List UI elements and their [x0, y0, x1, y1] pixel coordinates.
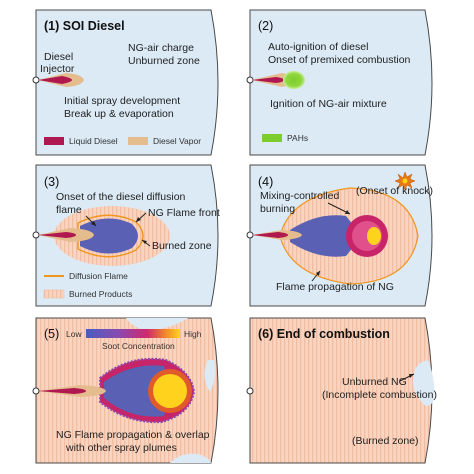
soot-high-label: High: [184, 329, 202, 339]
panel-2-chamber: [249, 9, 433, 156]
mixing-label-line1: Mixing-controlled: [260, 190, 340, 202]
spray-label-line2: Break up & evaporation: [64, 108, 174, 120]
unburned-label-line2: (Incomplete combustion): [322, 389, 437, 401]
legend-label-diffusion-flame: Diffusion Flame: [69, 271, 128, 281]
panel-4-hot-core: [367, 227, 381, 245]
injector-label-line1: Diesel: [44, 51, 73, 63]
onset-label-line2: flame: [56, 204, 82, 216]
onset-label-line1: Onset of the diesel diffusion: [56, 191, 186, 203]
knock-label: (Onset of knock): [356, 185, 433, 197]
panel-5-unburned-pocket-bottom: [170, 453, 211, 463]
panel-6-unburned-pocket: [412, 360, 435, 406]
legend-label-liquid-diesel: Liquid Diesel: [69, 136, 118, 146]
charge-label-line2: Unburned zone: [128, 55, 200, 67]
panel-3-title: (3): [44, 175, 59, 189]
panel-5-title: (5): [44, 327, 59, 341]
panel-5-liquid-spray: [38, 388, 86, 394]
panel-1-title: (1) SOI Diesel: [44, 19, 125, 33]
panel-5-injector-icon: [32, 387, 40, 395]
spray-label-line1: Initial spray development: [64, 95, 180, 107]
charge-label-line1: NG-air charge: [128, 42, 194, 54]
panel-4-mixing-controlled: (4) Mixing-controlled burning (Onset of …: [246, 164, 433, 307]
pahs-ignition-spot: [283, 71, 305, 89]
panel-3-liquid-spray: [38, 232, 76, 238]
mixing-label-line2: burning: [260, 203, 295, 215]
legend-label-burned-products: Burned Products: [69, 289, 132, 299]
panel-6-title-num: (6) End of combustion: [258, 327, 390, 341]
legend-swatch-pahs: [262, 134, 282, 142]
panel-5-unburned-pocket-top: [126, 318, 188, 331]
injector-label-line2: Injector: [40, 63, 75, 75]
panel-2-title: (2): [258, 19, 273, 33]
autoignition-label-line1: Auto-ignition of diesel: [268, 41, 368, 53]
legend-label-pahs: PAHs: [287, 133, 308, 143]
legend-label-diesel-vapor: Diesel Vapor: [153, 136, 201, 146]
panel-4-title: (4): [258, 175, 273, 189]
panel-5-hot-core: [153, 374, 187, 408]
soot-concentration-colorbar: [86, 329, 180, 338]
panel-5-soot: (5) Low High Soot Concentration NG Flame…: [32, 317, 219, 464]
panel-4-ng-flame-core: [290, 215, 362, 257]
soot-colorbar-title: Soot Concentration: [102, 341, 175, 351]
unburned-label-line1: Unburned NG: [342, 376, 407, 388]
panel-2-auto-ignition: (2) Auto-ignition of diesel Onset of pre…: [246, 9, 433, 156]
soot-low-label: Low: [66, 329, 82, 339]
panel-1-soi-diesel: (1) SOI Diesel Diesel Injector NG-air ch…: [32, 9, 219, 156]
panel-3-diffusion-flame-outline: [77, 214, 144, 258]
panel-3-diffusion-flame: (3) Onset of the diesel diffusion flame …: [32, 164, 220, 307]
legend-swatch-diesel-vapor: [128, 137, 148, 145]
burned-zone-label: Burned zone: [152, 240, 212, 252]
ignition-label: Ignition of NG-air mixture: [270, 98, 387, 110]
legend-swatch-liquid-diesel: [44, 137, 64, 145]
panel-5-unburned-pocket-right: [204, 360, 216, 392]
propagation-label: Flame propagation of NG: [276, 281, 394, 293]
burned-zone-end-label: (Burned zone): [352, 435, 419, 447]
panel-2-liquid-spray: [252, 77, 284, 83]
panel-1-chamber: [35, 9, 219, 156]
panel-4-liquid-spray: [252, 232, 288, 238]
panel-6-end-of-combustion: (6) End of combustion Unburned NG (Incom…: [246, 317, 437, 464]
legend-swatch-burned-products: [43, 289, 65, 299]
autoignition-label-line2: Onset of premixed combustion: [268, 54, 411, 66]
panel-1-liquid-spray: [38, 76, 72, 84]
flame-front-label: NG Flame front: [148, 207, 220, 219]
panel-6-injector-icon: [246, 387, 254, 395]
panel-3-ng-flame-core: [80, 218, 138, 254]
overlap-label-line1: NG Flame propagation & overlap: [56, 429, 210, 441]
overlap-label-line2: with other spray plumes: [65, 442, 177, 454]
